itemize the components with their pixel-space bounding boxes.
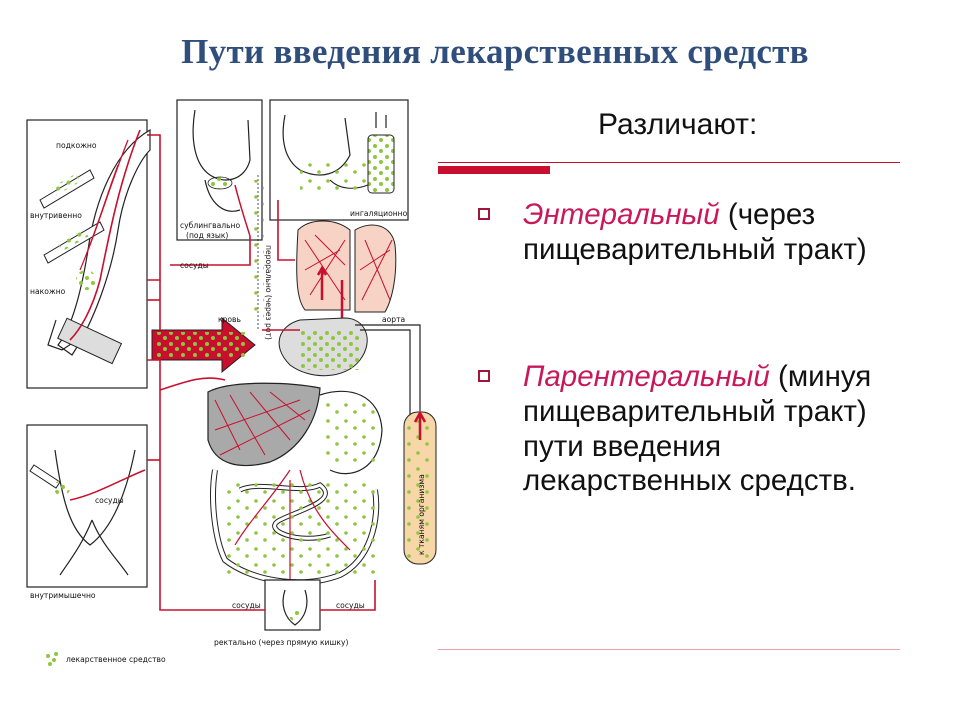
label-oral: перорально (через рот) xyxy=(264,245,273,340)
label-vessels-top: сосуды xyxy=(180,261,209,270)
label-inhalation: ингаляционно xyxy=(350,209,408,218)
heart xyxy=(278,317,368,377)
label-subcutaneous: подкожно xyxy=(56,141,97,150)
intestines xyxy=(210,469,380,586)
bullet-rest: (минуя пищеварительный тракт) пути введе… xyxy=(523,360,872,498)
label-vessels-bottom-left: сосуды xyxy=(232,601,261,610)
divider-bottom xyxy=(438,649,900,650)
legend-label: лекарственное средство xyxy=(66,655,166,664)
bullet-text: Парентеральный (минуя пищеварительный тр… xyxy=(523,360,898,499)
divider-accent xyxy=(438,166,550,174)
label-sublingual: сублингвально xyxy=(180,221,241,230)
label-sublingual-note: (под язык) xyxy=(186,231,228,240)
legend: лекарственное средство xyxy=(46,652,166,666)
label-intravenous: внутривенно xyxy=(30,211,82,220)
blood-arrow: кровь xyxy=(151,315,256,374)
buttock-panel: сосуды внутримышечно xyxy=(26,424,148,600)
label-intramuscular: внутримышечно xyxy=(30,591,96,600)
head-panel-sublingual: сублингвально (под язык) xyxy=(176,99,263,241)
slide-title: Пути введения лекарственных средств xyxy=(181,32,809,71)
vessel-lines xyxy=(147,134,376,611)
arm-panel: подкожно внутривенно накожно xyxy=(26,119,151,389)
divider-top xyxy=(438,162,900,163)
label-topical: накожно xyxy=(30,287,66,296)
bullet-square-icon xyxy=(478,370,490,382)
label-vessels-bottom-right: сосуды xyxy=(336,601,365,610)
bullet-enteral: Энтеральный (через пищеварительный тракт… xyxy=(478,198,898,268)
bullet-rest: (через пищеварительный тракт) xyxy=(523,198,867,266)
bullet-term: Энтеральный xyxy=(523,198,720,231)
bullet-text: Энтеральный (через пищеварительный тракт… xyxy=(523,198,898,268)
liver xyxy=(207,382,321,467)
bullet-square-icon xyxy=(478,208,490,220)
drug-routes-diagram: подкожно внутривенно накожно сосуды внут… xyxy=(26,99,437,666)
label-vessels-left: сосуды xyxy=(95,496,124,505)
bullet-term: Парентеральный xyxy=(523,360,770,393)
head-panel-inhalation: ингаляционно xyxy=(269,99,409,221)
label-blood: кровь xyxy=(218,315,242,324)
label-aorta: аорта xyxy=(382,315,405,324)
label-to-tissues: к тканям организма xyxy=(417,474,426,555)
label-rectal: ректально (через прямую кишку) xyxy=(214,638,349,647)
bullet-parenteral: Парентеральный (минуя пищеварительный тр… xyxy=(478,360,898,499)
lungs xyxy=(296,220,397,330)
intro-text: Различают: xyxy=(598,108,758,141)
